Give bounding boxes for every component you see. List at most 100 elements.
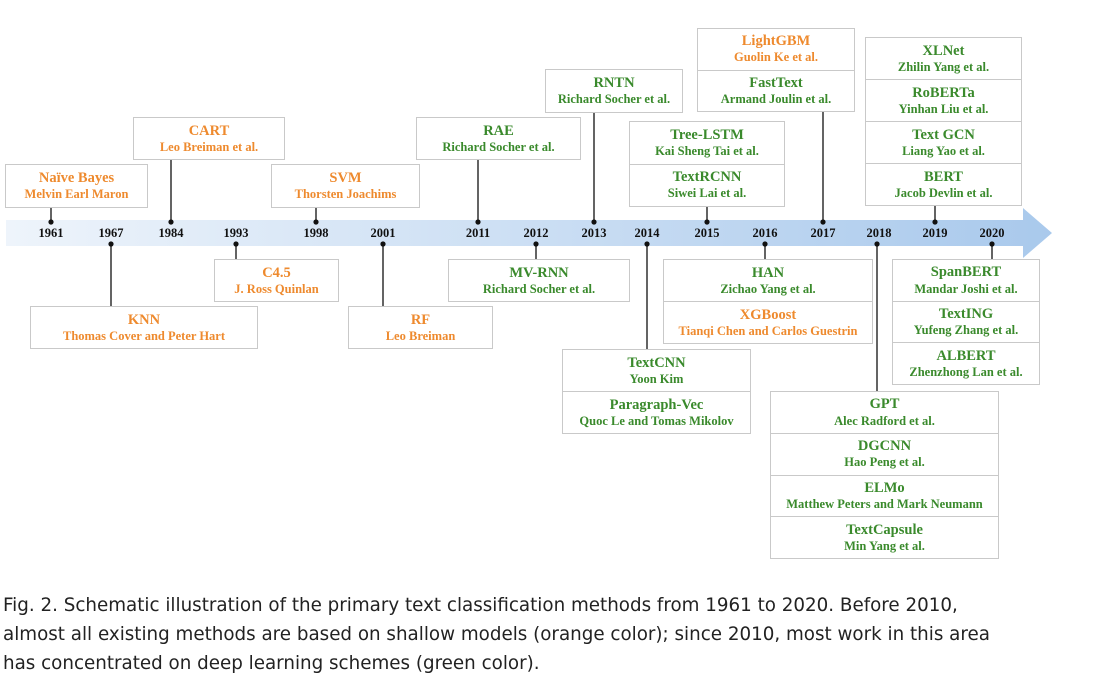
method-name: ALBERT <box>936 347 996 364</box>
method-name: GPT <box>869 396 900 413</box>
method-box-rntn: RNTN Richard Socher et al. <box>545 69 683 113</box>
method-box-cart: CART Leo Breiman et al. <box>133 117 285 160</box>
method-author: Thorsten Joachims <box>294 187 397 202</box>
method-author: Yoon Kim <box>629 371 684 386</box>
year-label: 2001 <box>370 226 396 240</box>
method-entry: TextING Yufeng Zhang et al. <box>893 300 1039 343</box>
method-author: Mandar Joshi et al. <box>914 281 1018 296</box>
method-name: LightGBM <box>741 33 811 50</box>
caption-line: Fig. 2. Schematic illustration of the pr… <box>3 595 958 616</box>
method-author: Zhenzhong Lan et al. <box>909 364 1023 379</box>
method-author: Melvin Earl Maron <box>24 187 129 202</box>
method-entry: ALBERT Zhenzhong Lan et al. <box>893 342 1039 384</box>
dot-rae <box>475 219 481 225</box>
method-author: Zichao Yang et al. <box>720 281 816 296</box>
year-label: 2016 <box>752 226 778 240</box>
method-box-tree-lstm-textrcnn: Tree-LSTM Kai Sheng Tai et al. TextRCNN … <box>629 121 785 207</box>
method-entry: C4.5 J. Ross Quinlan <box>215 260 338 301</box>
method-author: Hao Peng et al. <box>844 455 925 470</box>
method-box-spanbert-texting-albert: SpanBERT Mandar Joshi et al. TextING Yuf… <box>892 259 1040 385</box>
method-name: SpanBERT <box>930 264 1002 281</box>
method-entry: TextCNN Yoon Kim <box>563 350 750 391</box>
method-name: SVM <box>329 170 362 187</box>
dot-xlnet <box>932 219 938 225</box>
method-entry: RoBERTa Yinhan Liu et al. <box>866 79 1021 121</box>
method-box-c45: C4.5 J. Ross Quinlan <box>214 259 339 302</box>
method-entry: LightGBM Guolin Ke et al. <box>698 29 854 70</box>
method-author: Liang Yao et al. <box>902 143 985 158</box>
method-author: Quoc Le and Tomas Mikolov <box>579 413 734 428</box>
timeline-arrow <box>6 208 1052 258</box>
method-entry: Text GCN Liang Yao et al. <box>866 121 1021 163</box>
method-name: TextCNN <box>627 354 686 371</box>
caption-line: has concentrated on deep learning scheme… <box>3 653 540 674</box>
dot-han <box>762 241 768 247</box>
method-box-svm: SVM Thorsten Joachims <box>271 164 420 208</box>
method-name: Tree-LSTM <box>670 126 744 143</box>
dot-svm <box>313 219 319 225</box>
year-label: 1993 <box>223 226 249 240</box>
method-entry: Naïve Bayes Melvin Earl Maron <box>6 165 147 207</box>
dot-gpt <box>874 241 880 247</box>
dot-rntn <box>591 219 597 225</box>
method-name: TextRCNN <box>672 169 742 186</box>
dot-lightgbm <box>820 219 826 225</box>
method-author: Leo Breiman et al. <box>159 139 259 154</box>
method-box-gpt-dgcnn-elmo-textcapsule: GPT Alec Radford et al. DGCNN Hao Peng e… <box>770 391 999 559</box>
method-entry: Tree-LSTM Kai Sheng Tai et al. <box>630 122 784 164</box>
dot-cart <box>168 219 174 225</box>
method-entry: RAE Richard Socher et al. <box>417 118 580 159</box>
method-box-naive-bayes: Naïve Bayes Melvin Earl Maron <box>5 164 148 208</box>
method-entry: RF Leo Breiman <box>349 307 492 348</box>
method-box-lightgbm-fasttext: LightGBM Guolin Ke et al. FastText Arman… <box>697 28 855 112</box>
method-entry: BERT Jacob Devlin et al. <box>866 163 1021 205</box>
timeline-graphics <box>6 112 1052 391</box>
method-entry: KNN Thomas Cover and Peter Hart <box>31 307 257 348</box>
method-entry: SVM Thorsten Joachims <box>272 165 419 207</box>
method-author: Leo Breiman <box>385 328 456 343</box>
year-label: 1967 <box>98 226 124 240</box>
method-author: Jacob Devlin et al. <box>894 185 993 200</box>
method-entry: XLNet Zhilin Yang et al. <box>866 38 1021 79</box>
method-name: RoBERTa <box>912 84 975 101</box>
method-author: Yufeng Zhang et al. <box>913 323 1019 338</box>
caption-line: almost all existing methods are based on… <box>3 624 990 645</box>
method-name: Naïve Bayes <box>38 170 115 187</box>
method-box-mv-rnn: MV-RNN Richard Socher et al. <box>448 259 630 302</box>
method-entry: SpanBERT Mandar Joshi et al. <box>893 260 1039 301</box>
method-author: Richard Socher et al. <box>442 139 555 154</box>
method-author: Min Yang et al. <box>844 538 925 553</box>
method-author: Alec Radford et al. <box>834 413 935 428</box>
method-entry: CART Leo Breiman et al. <box>134 118 284 159</box>
year-label: 2013 <box>581 226 607 240</box>
method-name: HAN <box>751 264 785 281</box>
method-entry: HAN Zichao Yang et al. <box>664 260 872 301</box>
method-name: ELMo <box>864 479 905 496</box>
method-author: Tianqi Chen and Carlos Guestrin <box>678 323 858 338</box>
method-entry: GPT Alec Radford et al. <box>771 392 998 433</box>
method-box-han-xgboost: HAN Zichao Yang et al. XGBoost Tianqi Ch… <box>663 259 873 344</box>
method-author: Armand Joulin et al. <box>720 91 832 106</box>
method-entry: MV-RNN Richard Socher et al. <box>449 260 629 301</box>
method-author: Richard Socher et al. <box>557 92 671 107</box>
method-author: Guolin Ke et al. <box>733 50 819 65</box>
year-label: 2012 <box>523 226 549 240</box>
method-author: J. Ross Quinlan <box>234 281 319 296</box>
year-label: 2018 <box>866 226 892 240</box>
method-author: Richard Socher et al. <box>482 281 596 296</box>
method-entry: RNTN Richard Socher et al. <box>546 70 682 112</box>
dot-tree-lstm <box>704 219 710 225</box>
dot-knn <box>108 241 114 247</box>
dot-c45 <box>233 241 239 247</box>
method-author: Zhilin Yang et al. <box>897 59 990 74</box>
year-label: 1984 <box>158 226 184 240</box>
dot-mv-rnn <box>533 241 539 247</box>
method-name: XGBoost <box>739 306 797 323</box>
method-name: C4.5 <box>262 264 291 281</box>
method-box-rf: RF Leo Breiman <box>348 306 493 349</box>
method-entry: Paragraph-Vec Quoc Le and Tomas Mikolov <box>563 391 750 433</box>
method-name: MV-RNN <box>509 264 569 281</box>
method-name: Paragraph-Vec <box>609 396 704 413</box>
method-author: Kai Sheng Tai et al. <box>655 143 759 158</box>
